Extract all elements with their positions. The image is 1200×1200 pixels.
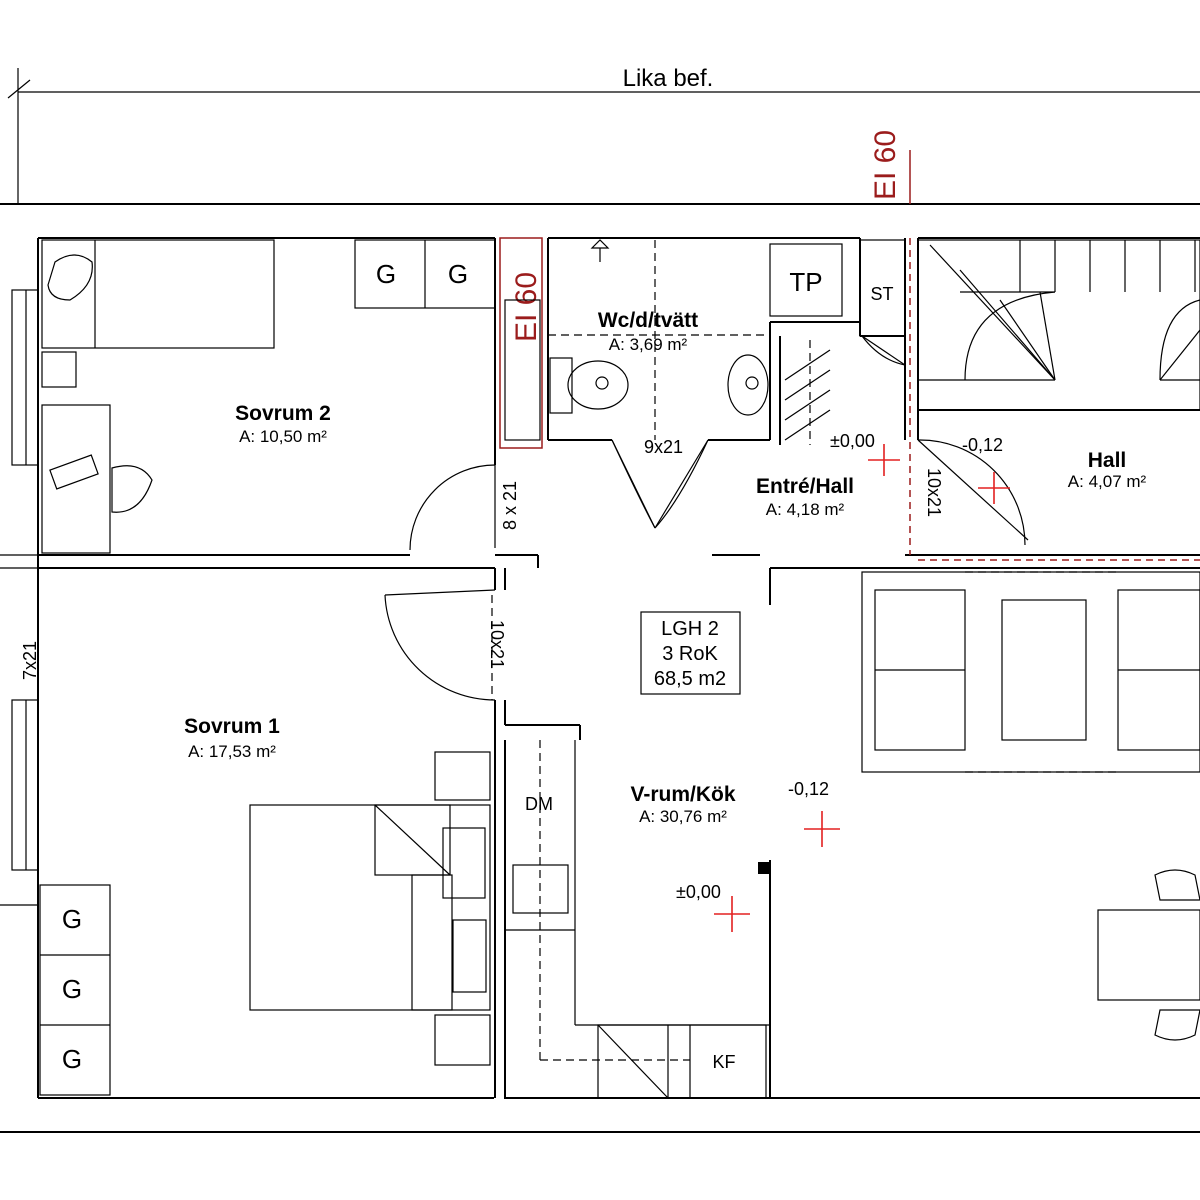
wardrobe-label-s2-b: G [448, 259, 468, 289]
wardrobe-label-s2-a: G [376, 259, 396, 289]
room-name-wc: Wc/d/tvätt [598, 309, 698, 332]
apartment-label-box [640, 611, 741, 695]
fire-boundaries [499, 237, 1200, 561]
room-area-wc: A: 3,69 m² [609, 335, 688, 354]
room-name-sovrum2: Sovrum 2 [235, 402, 331, 425]
wardrobe-label-s1-b: G [62, 974, 82, 1004]
st-label: ST [870, 284, 893, 304]
room-area-sovrum2: A: 10,50 m² [239, 427, 327, 446]
level-vrum-upper: -0,12 [788, 779, 829, 799]
room-name-sovrum1: Sovrum 1 [184, 715, 280, 738]
dm-label: DM [525, 794, 553, 814]
level-vrum-lower: ±0,00 [676, 882, 721, 902]
kf-label: KF [712, 1052, 735, 1072]
outer-walls [0, 237, 1200, 1133]
room-name-entre: Entré/Hall [756, 475, 854, 498]
wardrobe-label-s1-a: G [62, 904, 82, 934]
room-name-vrum: V-rum/Kök [630, 783, 735, 806]
sovrum2-furniture [41, 239, 496, 554]
doors [384, 335, 1029, 701]
apartment-line2: 3 RoK [662, 643, 718, 665]
level-entre: ±0,00 [830, 431, 875, 451]
neighbor-label: Lika bef. [623, 65, 714, 92]
apartment-line3: 68,5 m2 [654, 668, 726, 690]
level-markers [714, 444, 1010, 932]
fire-rating-top: EI 60 [869, 130, 902, 200]
wardrobe-label-s1-c: G [62, 1044, 82, 1074]
interior-walls [38, 238, 1200, 1098]
tp-label: TP [789, 267, 822, 297]
room-name-hall: Hall [1088, 449, 1127, 472]
sovrum1-furniture [39, 751, 491, 1096]
room-area-hall: A: 4,07 m² [1068, 472, 1147, 491]
fire-rating-wc: EI 60 [510, 272, 543, 342]
door-size-10x21-hall: 10x21 [924, 468, 944, 517]
door-size-9x21: 9x21 [644, 437, 683, 457]
kitchen-fixtures [505, 740, 770, 1099]
level-hall: -0,12 [962, 435, 1003, 455]
room-area-entre: A: 4,18 m² [766, 500, 845, 519]
entre-fixtures [784, 239, 906, 445]
living-furniture [861, 571, 1200, 1041]
wc-fixtures [504, 239, 843, 441]
neighbor-band [0, 68, 1200, 205]
room-area-vrum: A: 30,76 m² [639, 807, 727, 826]
door-size-8x21: 8 x 21 [500, 481, 520, 530]
apartment-line1: LGH 2 [661, 618, 719, 640]
room-area-sovrum1: A: 17,53 m² [188, 742, 276, 761]
door-size-7x21: 7x21 [20, 641, 40, 680]
door-size-10x21-sovrum1: 10x21 [487, 620, 507, 669]
staircase [917, 239, 1200, 411]
